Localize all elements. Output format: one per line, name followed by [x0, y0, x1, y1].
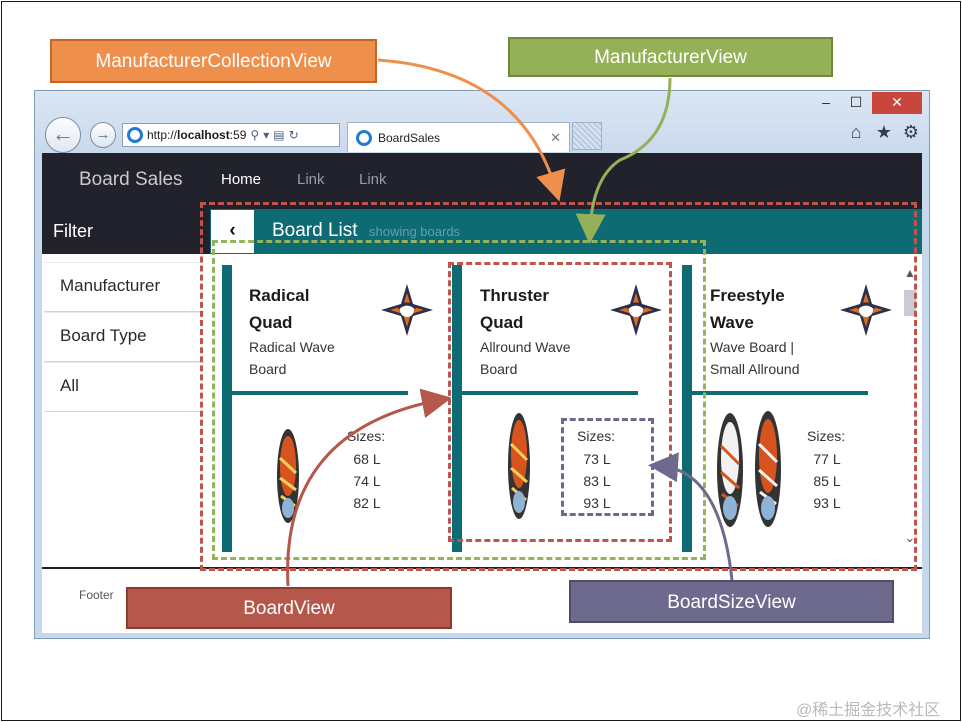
callout-board-view: BoardView: [126, 587, 452, 629]
board-name: Quad: [249, 313, 293, 332]
callout-manufacturer-collection-view: ManufacturerCollectionView: [50, 39, 377, 83]
filter-list: Manufacturer Board Type All: [44, 262, 204, 412]
board-type: Small Allround: [710, 361, 800, 377]
callout-board-size-view: BoardSizeView: [569, 580, 894, 623]
board-size-view-outline: [561, 418, 654, 516]
board-image: [754, 410, 782, 528]
scroll-up-icon[interactable]: ▲: [904, 266, 916, 280]
chevron-left-icon: ‹: [229, 220, 236, 241]
sizes-label: Sizes:: [577, 428, 616, 444]
ie-logo-icon: [356, 129, 372, 146]
manufacturer-logo-icon: [610, 284, 662, 336]
filter-item-board-type[interactable]: Board Type: [44, 312, 204, 362]
board-image: [507, 412, 531, 520]
board-list-header: [210, 209, 922, 254]
chevron-down-icon[interactable]: ▾: [263, 128, 270, 142]
address-url: http://localhost:59: [147, 128, 247, 142]
size-item: 73 L: [583, 451, 611, 467]
filter-item-manufacturer[interactable]: Manufacturer: [44, 262, 204, 312]
ie-logo-icon: [127, 127, 143, 143]
filter-title: Filter: [42, 209, 210, 254]
board-type: Allround Wave: [480, 339, 571, 355]
board-divider: [462, 391, 638, 395]
home-icon[interactable]: ⌂: [850, 122, 862, 142]
board-type: Wave Board |: [710, 339, 795, 355]
board-type: Board: [480, 361, 518, 377]
refresh-icon[interactable]: ↻: [288, 128, 299, 142]
board-type: Board: [249, 361, 287, 377]
tab-title: BoardSales: [378, 130, 441, 145]
board-list-title: Board List: [272, 220, 358, 241]
brand-link[interactable]: Board Sales: [79, 169, 183, 190]
board-name: Quad: [480, 313, 524, 332]
board-accent-bar: [452, 265, 462, 552]
scrollbar-thumb[interactable]: [904, 290, 916, 316]
board-accent-bar: [682, 265, 692, 552]
chevron-down-icon[interactable]: ⌄: [904, 530, 916, 545]
size-item: 77 L: [813, 451, 841, 467]
manufacturer-logo-icon: [840, 284, 892, 336]
manufacturer-view-outline: [212, 240, 706, 560]
arrow-right-icon: →: [95, 126, 111, 143]
size-item: 93 L: [583, 495, 611, 511]
minimize-button[interactable]: –: [822, 94, 830, 110]
star-icon[interactable]: ★: [875, 122, 893, 142]
size-item: 85 L: [813, 473, 841, 489]
board-name: Thruster: [480, 286, 549, 305]
gear-icon[interactable]: ⚙: [902, 122, 920, 142]
board-list-subtitle: showing boards: [369, 224, 461, 239]
sizes-label: Sizes:: [807, 428, 846, 444]
board-name: Freestyle: [710, 286, 785, 305]
maximize-button[interactable]: ☐: [849, 94, 863, 110]
new-tab-button[interactable]: [572, 122, 602, 150]
size-item: 83 L: [583, 473, 611, 489]
browser-back-button[interactable]: ←: [45, 117, 81, 153]
compatibility-icon[interactable]: ▤: [273, 128, 285, 142]
filter-item-all[interactable]: All: [44, 362, 204, 412]
board-accent-bar: [222, 265, 232, 552]
address-bar[interactable]: http://localhost:59 ⚲ ▾ ▤ ↻: [122, 123, 340, 147]
board-type: Radical Wave: [249, 339, 335, 355]
close-icon[interactable]: ✕: [550, 129, 561, 145]
board-divider: [232, 391, 408, 395]
close-window-button[interactable]: ✕: [872, 92, 922, 114]
manufacturer-collection-view-outline: [200, 202, 917, 571]
size-item: 93 L: [813, 495, 841, 511]
nav-item-home[interactable]: Home: [221, 171, 262, 188]
browser-forward-button[interactable]: →: [90, 122, 116, 148]
search-icon[interactable]: ⚲: [250, 128, 260, 142]
board-name: Wave: [710, 313, 754, 332]
watermark: @稀土掘金技术社区: [796, 702, 941, 719]
tab-boardsales[interactable]: BoardSales ✕: [347, 122, 570, 152]
back-button[interactable]: ‹: [211, 210, 254, 253]
nav-item-link-2[interactable]: Link: [359, 171, 387, 188]
footer-text: Footer: [79, 588, 114, 602]
callout-manufacturer-view: ManufacturerView: [508, 37, 833, 77]
board-divider: [692, 391, 868, 395]
board-name: Radical: [249, 286, 310, 305]
nav-item-link-1[interactable]: Link: [297, 171, 325, 188]
arrow-left-icon: ←: [52, 121, 74, 146]
manufacturer-logo-icon: [381, 284, 433, 336]
